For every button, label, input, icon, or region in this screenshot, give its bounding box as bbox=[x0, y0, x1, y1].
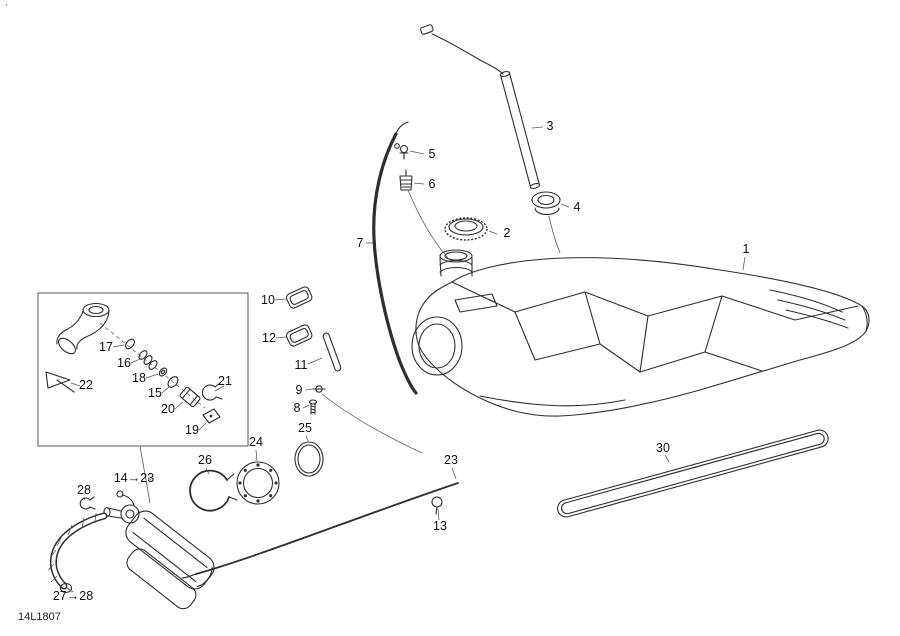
part-clamp-large bbox=[189, 469, 238, 512]
callout-12: 12 bbox=[262, 331, 276, 345]
corner-tick-mark: ' bbox=[6, 3, 8, 12]
part-fitting bbox=[179, 386, 201, 408]
part-oring-large bbox=[294, 441, 324, 477]
callout-28: 28 bbox=[77, 483, 91, 497]
part-vent-plug bbox=[399, 169, 449, 259]
callout-16: 16 bbox=[117, 356, 131, 370]
part-filler-cap bbox=[444, 217, 488, 241]
callout-13: 13 bbox=[433, 519, 447, 533]
leader-lines bbox=[66, 126, 746, 593]
callout-22: 22 bbox=[79, 378, 93, 392]
inset-detail-box bbox=[37, 292, 249, 447]
callout-27-28: 27→28 bbox=[53, 589, 93, 603]
part-clamp-small bbox=[201, 382, 223, 401]
callout-3: 3 bbox=[547, 119, 554, 133]
callout-9: 9 bbox=[296, 383, 303, 397]
callout-10: 10 bbox=[261, 293, 275, 307]
callout-25: 25 bbox=[298, 421, 312, 435]
callout-23: 23 bbox=[444, 453, 458, 467]
part-fuel-tank bbox=[411, 249, 870, 417]
assembly-line-box-to-pump bbox=[139, 445, 151, 504]
callout-8: 8 bbox=[294, 401, 301, 415]
callout-5: 5 bbox=[429, 147, 436, 161]
callout-30: 30 bbox=[656, 441, 670, 455]
callout-18: 18 bbox=[132, 371, 146, 385]
part-screw bbox=[308, 393, 423, 454]
callout-19: 19 bbox=[185, 423, 199, 437]
diagram-code: 14L1807 bbox=[18, 611, 61, 623]
callout-24: 24 bbox=[249, 435, 263, 449]
callout-20: 20 bbox=[161, 402, 175, 416]
callout-1: 1 bbox=[743, 242, 750, 256]
callout-6: 6 bbox=[429, 177, 436, 191]
part-rivet bbox=[312, 385, 326, 393]
callout-14-23: 14→23 bbox=[114, 471, 154, 485]
part-spring bbox=[138, 350, 158, 370]
part-oring-17 bbox=[125, 338, 135, 350]
part-elbow-fitting bbox=[56, 302, 110, 355]
callout-21: 21 bbox=[218, 374, 232, 388]
part-washer bbox=[158, 367, 168, 377]
callout-labels: 1 2 3 4 5 6 7 8 9 10 11 12 13 14→23 15 1… bbox=[53, 119, 750, 603]
part-bracket bbox=[202, 408, 221, 424]
part-fuel-pump-assembly bbox=[103, 490, 215, 610]
part-pad-lower bbox=[285, 324, 313, 347]
part-valve-small bbox=[394, 143, 409, 160]
callout-26: 26 bbox=[198, 453, 212, 467]
callout-4: 4 bbox=[574, 200, 581, 214]
callout-2: 2 bbox=[504, 226, 511, 240]
part-clip bbox=[431, 496, 443, 515]
part-retainer-ring bbox=[236, 461, 280, 505]
part-fuel-line bbox=[181, 482, 459, 579]
callout-15: 15 bbox=[148, 386, 162, 400]
callout-7: 7 bbox=[357, 236, 364, 250]
part-grommet bbox=[531, 191, 561, 254]
part-protector-strip bbox=[557, 429, 829, 518]
part-spacer-tube bbox=[322, 332, 342, 372]
part-oring-15 bbox=[167, 376, 179, 388]
callout-11: 11 bbox=[295, 358, 308, 372]
part-corrugated-hose bbox=[47, 496, 108, 594]
callout-17: 17 bbox=[99, 340, 113, 354]
part-dipstick-tube bbox=[420, 24, 541, 190]
part-clip-tool bbox=[45, 371, 75, 393]
part-vent-hose bbox=[372, 121, 418, 395]
part-pad-upper bbox=[285, 286, 313, 309]
